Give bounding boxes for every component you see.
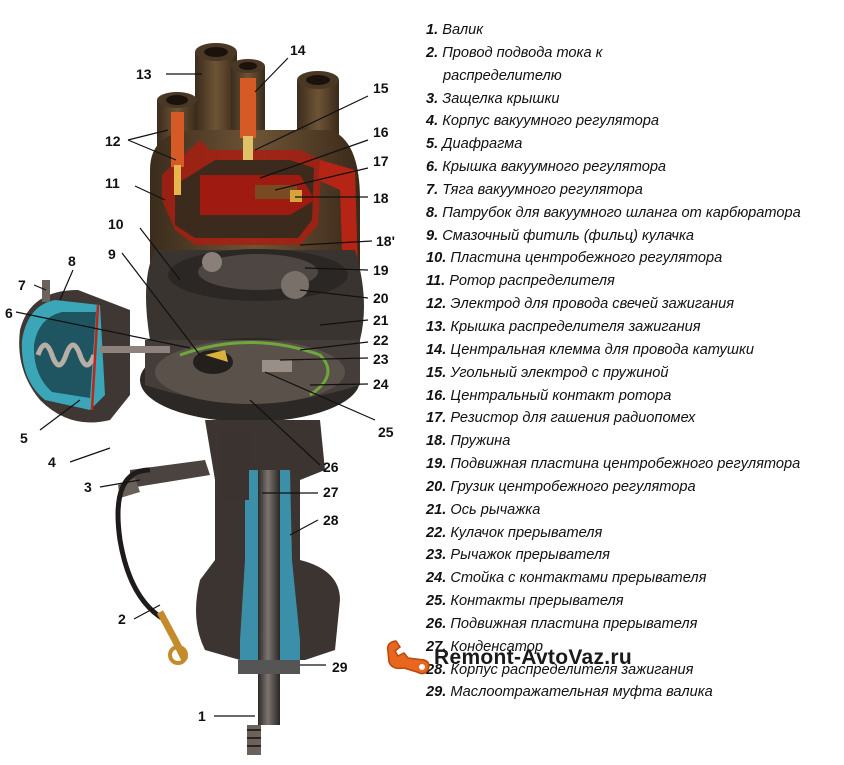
shaft-gear bbox=[247, 725, 261, 755]
legend-item: 23. Рычажок прерывателя bbox=[426, 547, 610, 564]
vacuum-hose-fitting bbox=[42, 280, 50, 302]
centrifugal-weight bbox=[281, 271, 309, 299]
watermark-text: Remont-AvtoVaz.ru bbox=[434, 646, 633, 669]
wrench-icon bbox=[386, 640, 430, 675]
legend-item: 5. Диафрагма bbox=[426, 136, 523, 153]
resistor-17 bbox=[255, 185, 297, 199]
legend-item: 7. Тяга вакуумного регулятора bbox=[426, 181, 643, 198]
legend-item: 27. Конденсатор bbox=[426, 638, 543, 655]
callout-21: 21 bbox=[373, 312, 389, 328]
callout-16: 16 bbox=[373, 124, 389, 140]
spark-plug-electrode-12 bbox=[171, 112, 184, 167]
cap-tower-13 bbox=[195, 43, 237, 132]
legend-item: 28. Корпус распределителя зажигания bbox=[426, 661, 694, 678]
legend-item: 15. Угольный электрод с пружиной bbox=[426, 364, 669, 381]
callout-23: 23 bbox=[373, 351, 389, 367]
legend-item: 14. Центральная клемма для провода катуш… bbox=[426, 341, 754, 358]
legend-item: 18. Пружина bbox=[426, 433, 511, 450]
legend-item: 13. Крышка распределителя зажигания bbox=[426, 318, 701, 335]
callout-4: 4 bbox=[48, 454, 56, 470]
callout-12: 12 bbox=[105, 133, 121, 149]
legend-item: 3. Защелка крышки bbox=[426, 90, 560, 107]
callout-1: 1 bbox=[198, 708, 206, 724]
callout-20: 20 bbox=[373, 290, 389, 306]
legend-item: 20. Грузик центробежного регулятора bbox=[426, 478, 696, 495]
legend-item: 10. Пластина центробежного регулятора bbox=[426, 250, 723, 267]
legend-item: 17. Резистор для гашения радиопомех bbox=[426, 410, 696, 427]
callout-22: 22 bbox=[373, 332, 389, 348]
distributor-cutaway-illustration: 1 2 3 4 5 6 7 8 9 10 11 12 13 14 15 16 1… bbox=[5, 42, 395, 755]
oil-slinger-29 bbox=[238, 660, 300, 674]
wire-terminal bbox=[168, 645, 188, 665]
callout-15: 15 bbox=[373, 80, 389, 96]
callout-28: 28 bbox=[323, 512, 339, 528]
central-terminal-14 bbox=[240, 78, 256, 138]
callout-11: 11 bbox=[105, 175, 120, 191]
legend-item: 29. Маслоотражательная муфта валика bbox=[426, 684, 713, 701]
callout-14: 14 bbox=[290, 42, 306, 58]
callout-29: 29 bbox=[332, 659, 348, 675]
legend-item: 19. Подвижная пластина центробежного рег… bbox=[426, 456, 801, 473]
shaft-1 bbox=[258, 470, 280, 725]
callout-19: 19 bbox=[373, 262, 389, 278]
legend-item: 16. Центральный контакт ротора bbox=[426, 387, 672, 404]
callout-9: 9 bbox=[108, 246, 116, 262]
legend-item: 8. Патрубок для вакуумного шланга от кар… bbox=[426, 204, 801, 221]
callout-27: 27 bbox=[323, 484, 339, 500]
legend-item: 21. Ось рычажка bbox=[426, 501, 541, 518]
legend-item: 4. Корпус вакуумного регулятора bbox=[426, 113, 659, 130]
vacuum-diaphragm bbox=[90, 304, 100, 411]
callout-2: 2 bbox=[118, 611, 126, 627]
callout-10: 10 bbox=[108, 216, 124, 232]
legend-item: 26. Подвижная пластина прерывателя bbox=[426, 615, 698, 632]
breaker-contacts bbox=[262, 360, 292, 372]
callout-7: 7 bbox=[18, 277, 26, 293]
callout-6: 6 bbox=[5, 305, 13, 321]
callout-8: 8 bbox=[68, 253, 76, 269]
legend-item: 22. Кулачок прерывателя bbox=[426, 524, 603, 541]
supply-wire-2 bbox=[115, 467, 167, 623]
leader-lines bbox=[15, 57, 376, 717]
callout-26: 26 bbox=[323, 459, 339, 475]
cap-latch-3 bbox=[130, 460, 210, 488]
site-watermark: Remont-AvtoVaz.ru bbox=[384, 634, 764, 686]
callout-5: 5 bbox=[20, 430, 28, 446]
vacuum-spring bbox=[35, 342, 97, 368]
legend-item: 12. Электрод для провода свечей зажигани… bbox=[426, 296, 735, 313]
legend-item: 9. Смазочный фитиль (фильц) кулачка bbox=[426, 227, 694, 244]
legend-item: 24. Стойка с контактами прерывателя bbox=[426, 570, 707, 587]
callout-18-prime: 18' bbox=[376, 233, 395, 249]
legend-item: 25. Контакты прерывателя bbox=[426, 593, 624, 610]
vacuum-rod bbox=[100, 346, 170, 353]
vacuum-regulator bbox=[19, 280, 170, 423]
callout-labels: 1 2 3 4 5 6 7 8 9 10 11 12 13 14 15 16 1… bbox=[5, 42, 395, 724]
carbon-electrode-15 bbox=[243, 136, 253, 160]
callout-18: 18 bbox=[373, 190, 389, 206]
callout-3: 3 bbox=[84, 479, 92, 495]
callout-25: 25 bbox=[378, 424, 394, 440]
callout-24: 24 bbox=[373, 376, 389, 392]
legend-item: 1. Валик bbox=[426, 22, 484, 38]
condenser-27 bbox=[221, 430, 249, 500]
callout-17: 17 bbox=[373, 153, 389, 169]
legend-item: 6. Крышка вакуумного регулятора bbox=[426, 159, 667, 176]
callout-13: 13 bbox=[136, 66, 152, 82]
legend-item: 11. Ротор распределителя bbox=[426, 273, 615, 290]
